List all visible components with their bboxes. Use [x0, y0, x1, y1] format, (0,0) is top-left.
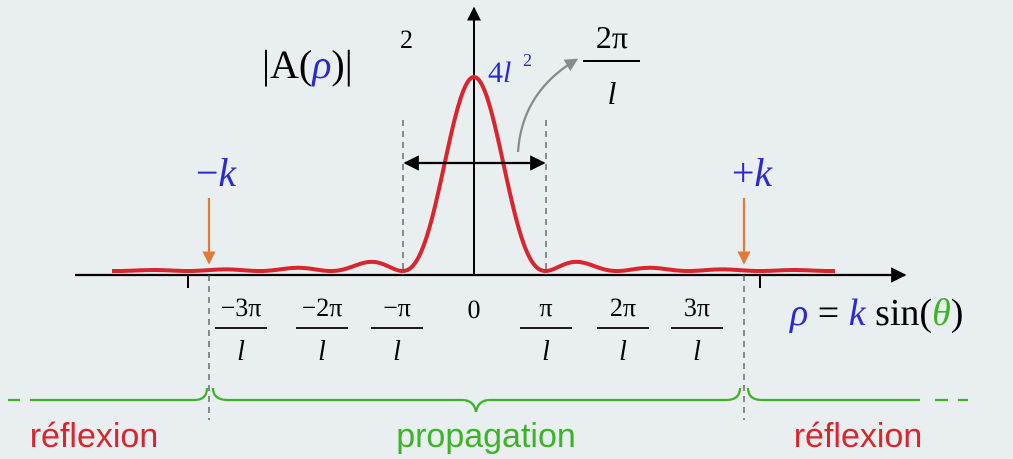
tick-label: 2π l — [597, 293, 649, 367]
x-axis-label: ρ = k sin(θ) — [789, 292, 963, 334]
propagation-brace — [211, 387, 742, 413]
svg-text:2π: 2π — [610, 293, 636, 322]
tick-label: 3π l — [671, 293, 723, 367]
y-axis-label: |A(ρ)| 2 — [262, 25, 413, 87]
region-braces — [8, 387, 968, 413]
region-label-middle: propagation — [396, 417, 576, 455]
svg-text:2: 2 — [400, 25, 413, 54]
plus-k-label: +k — [732, 150, 774, 195]
svg-text:3π: 3π — [684, 293, 710, 322]
sinc-squared-curve — [111, 75, 836, 273]
right-reflexion-brace — [746, 387, 968, 402]
svg-text:l: l — [237, 336, 245, 367]
dashed-guides — [208, 120, 745, 420]
width-label: 2π l — [583, 19, 640, 111]
minus-k-label: −k — [196, 150, 238, 195]
svg-text:2: 2 — [523, 50, 532, 70]
width-annotation-arrow — [516, 58, 579, 153]
svg-text:l: l — [542, 336, 550, 367]
svg-text:|A(ρ)|: |A(ρ)| — [262, 42, 353, 87]
region-label-left: réflexion — [30, 417, 159, 455]
tick-label: −2π l — [296, 293, 348, 367]
svg-text:π: π — [539, 293, 552, 322]
peak-label: 4l 2 — [488, 50, 532, 89]
tick-label: −π l — [371, 293, 423, 367]
svg-text:l: l — [608, 75, 617, 111]
tick-label: −3π l — [215, 293, 267, 367]
tick-label: πl — [520, 293, 572, 367]
svg-text:−π: −π — [383, 293, 411, 322]
svg-text:l: l — [693, 336, 701, 367]
svg-text:l: l — [393, 336, 401, 367]
left-reflexion-brace — [8, 387, 209, 402]
svg-text:−3π: −3π — [221, 293, 262, 322]
svg-text:l: l — [619, 336, 627, 367]
tick-label: 0 — [468, 295, 481, 324]
svg-text:4l: 4l — [488, 56, 511, 89]
svg-text:l: l — [318, 336, 326, 367]
tick-marks — [187, 275, 761, 288]
svg-text:2π: 2π — [596, 19, 628, 55]
svg-text:−2π: −2π — [302, 293, 343, 322]
region-label-right: réflexion — [794, 417, 923, 455]
svg-text:0: 0 — [468, 295, 481, 324]
